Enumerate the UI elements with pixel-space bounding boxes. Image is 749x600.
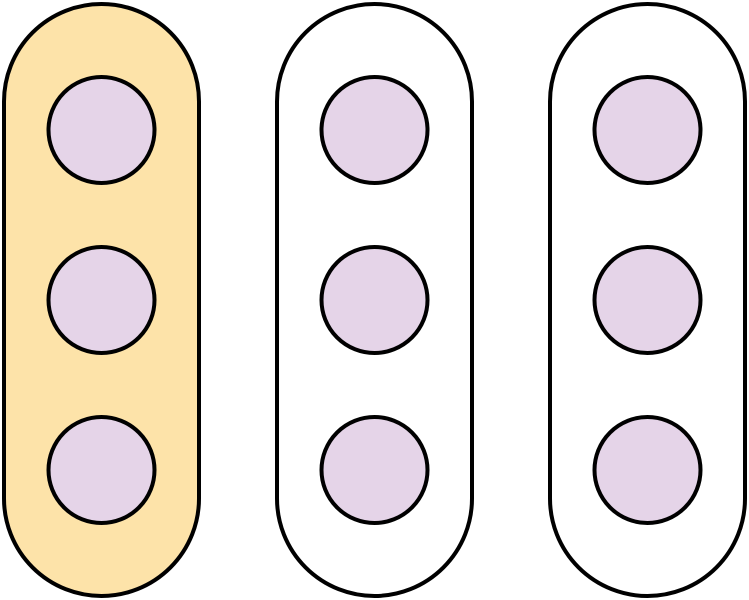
node-circle [319,75,430,185]
node-circle [592,245,703,355]
column-group-3 [548,2,747,598]
node-circle [46,245,157,355]
column-group-2 [275,2,474,598]
node-circle [592,415,703,525]
column-group-1 [2,2,201,598]
node-circle [46,415,157,525]
node-circle [319,245,430,355]
node-circle [592,75,703,185]
node-circle [319,415,430,525]
node-circle [46,75,157,185]
